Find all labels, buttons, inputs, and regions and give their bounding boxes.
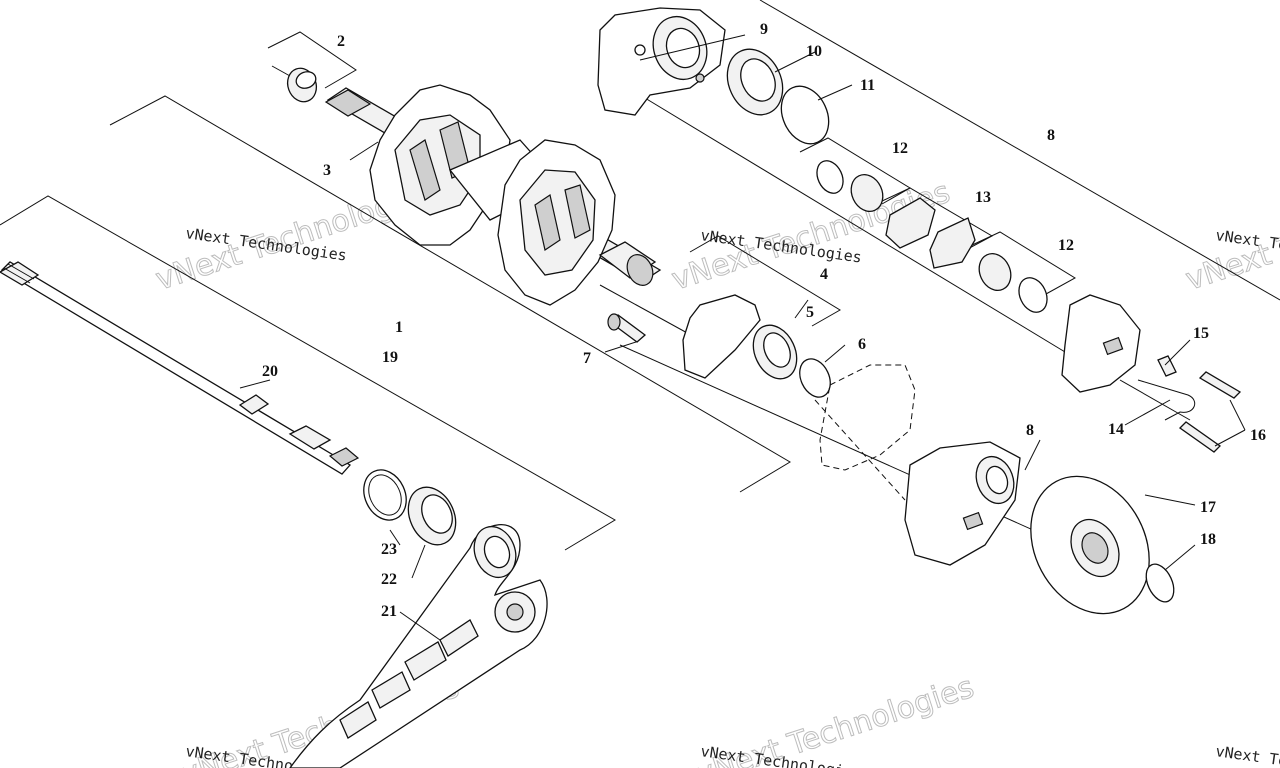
brake-caliper-8 <box>904 441 1021 566</box>
callout-14: 14 <box>1108 421 1124 438</box>
callout-4: 4 <box>820 266 828 283</box>
callout-9: 9 <box>760 21 768 38</box>
plug-2 <box>271 65 318 103</box>
bolt-7 <box>607 313 647 343</box>
bracket-2 <box>267 31 357 89</box>
bushing-12b <box>978 253 1048 313</box>
callout-20: 20 <box>262 363 278 380</box>
circlip-6 <box>799 358 831 398</box>
callout-8-lower: 8 <box>1026 422 1034 439</box>
idler-arm-21 <box>289 524 548 768</box>
callout-16: 16 <box>1250 427 1266 444</box>
frame-plate-dashed <box>819 364 916 471</box>
alignment-lines <box>599 94 1191 561</box>
callout-10: 10 <box>806 43 822 60</box>
callouts: 1 2 3 4 5 6 7 8 8 9 10 11 12 12 13 14 15… <box>262 21 1266 620</box>
callout-18: 18 <box>1200 531 1216 548</box>
callout-2: 2 <box>337 33 345 50</box>
bracket-12b <box>969 231 1076 295</box>
callout-12-lower: 12 <box>1058 237 1074 254</box>
callout-23: 23 <box>381 541 397 558</box>
ring-11 <box>780 85 830 145</box>
seal-5 <box>752 324 798 380</box>
bearing-22 <box>407 486 457 546</box>
callout-19: 19 <box>382 349 398 366</box>
drive-shaft-3 <box>324 84 662 306</box>
callout-17: 17 <box>1200 499 1216 516</box>
callout-leaders <box>239 34 1246 641</box>
bracket-19 <box>0 195 616 551</box>
callout-7: 7 <box>583 350 591 367</box>
callout-11: 11 <box>860 77 875 94</box>
axle-shaft <box>0 261 360 475</box>
brake-pads-13 <box>885 197 976 269</box>
mounting-plate-4 <box>682 294 761 379</box>
callout-6: 6 <box>858 336 866 353</box>
watermarks: vNext Technologies vNext Technologies vN… <box>151 174 1280 768</box>
callout-8-upper: 8 <box>1047 127 1055 144</box>
bearing-10 <box>726 48 784 116</box>
watermark-text: vNext Technologies <box>1214 742 1280 768</box>
bracket-12a <box>799 137 911 205</box>
brake-disc-17 <box>1030 475 1150 615</box>
callout-22: 22 <box>381 571 397 588</box>
callout-21: 21 <box>381 603 397 620</box>
bracket-8 <box>759 0 1280 301</box>
callout-1: 1 <box>395 319 403 336</box>
bearing-housing-9 <box>597 7 726 116</box>
bushing-12a <box>816 160 884 212</box>
bolts-16 <box>1178 371 1242 453</box>
callout-5: 5 <box>806 304 814 321</box>
snap-ring-18 <box>1145 563 1175 603</box>
pin-14 <box>1137 379 1196 421</box>
bracket-1 <box>109 95 791 493</box>
bleeder-15 <box>1157 355 1177 377</box>
callout-13: 13 <box>975 189 991 206</box>
retaining-ring-inner <box>368 474 402 516</box>
group-brackets <box>0 0 1280 551</box>
callout-12-upper: 12 <box>892 140 908 157</box>
retaining-ring-23 <box>363 469 407 521</box>
bracket-4 <box>689 235 841 327</box>
callout-3: 3 <box>323 162 331 179</box>
callout-15: 15 <box>1193 325 1209 342</box>
bracket-13 <box>879 187 994 253</box>
brake-caliper-upper <box>1061 294 1141 393</box>
